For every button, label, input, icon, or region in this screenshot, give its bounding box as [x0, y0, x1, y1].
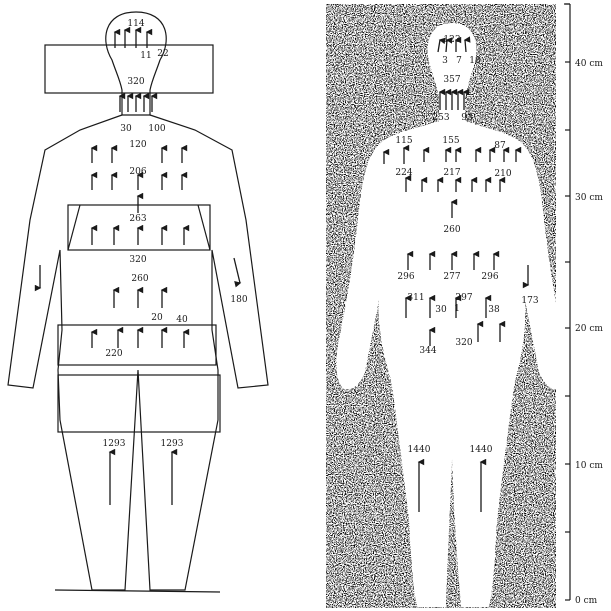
right-small-b-label: 30 — [435, 305, 447, 315]
right-small-d-label: 1 — [454, 304, 460, 314]
right-chest-left-label: 224 — [395, 168, 412, 178]
right-head-label: 123 — [443, 35, 460, 45]
right-small-a-label: 311 — [407, 293, 424, 303]
right-shoulder-mid-label: 155 — [442, 136, 459, 146]
right-shoulder-right-label: 87 — [494, 141, 506, 151]
right-groin-right-label: 320 — [455, 338, 472, 348]
right-head-small-b-label: 7 — [456, 56, 462, 66]
right-abdomen-label: 260 — [443, 225, 460, 235]
scale-tick-10cm: 10 cm — [575, 461, 603, 471]
height-scale: 40 cm 30 cm 20 cm 10 cm 0 cm — [564, 4, 603, 606]
left-head-right-b-label: 22 — [157, 49, 168, 59]
left-labels: 114 11 22 320 30 100 120 206 263 320 260… — [103, 19, 248, 449]
left-arm-down-arrow — [234, 258, 240, 283]
left-neck-left-label: 30 — [120, 124, 132, 134]
right-right-arm-label: 173 — [521, 296, 538, 306]
right-neck-label: 357 — [443, 75, 460, 85]
right-head-small-a-label: 3 — [442, 56, 448, 66]
right-lower-right-label: 296 — [481, 272, 498, 282]
left-right-arm-label: 180 — [230, 295, 247, 305]
left-chest-mid-label: 206 — [129, 167, 146, 177]
scale-tick-30cm: 30 cm — [575, 193, 603, 203]
left-flow-arrows — [40, 30, 240, 505]
left-pelvis-label: 220 — [105, 349, 122, 359]
left-head-top-label: 114 — [127, 19, 144, 29]
left-lower-abd-b-label: 40 — [176, 315, 188, 325]
left-chest-band-bottom-label: 320 — [129, 255, 146, 265]
left-lower-abd-a-label: 20 — [151, 313, 163, 323]
left-bands — [45, 45, 220, 432]
left-left-leg-label: 1293 — [103, 439, 126, 449]
left-abdomen-label: 260 — [131, 274, 148, 284]
left-head-right-a-label: 11 — [140, 51, 151, 61]
scale-ticks — [565, 4, 570, 600]
left-neck-band-label: 320 — [127, 77, 144, 87]
left-neck-right-label: 100 — [148, 124, 165, 134]
right-small-e-label: 38 — [488, 305, 500, 315]
left-right-leg-label: 1293 — [161, 439, 184, 449]
right-chest-mid-label: 217 — [443, 168, 460, 178]
right-right-leg-label: 1440 — [470, 445, 493, 455]
right-lower-mid-label: 277 — [443, 272, 460, 282]
right-shoulder-left-label: 115 — [395, 136, 412, 146]
left-chest-upper-label: 120 — [129, 140, 146, 150]
right-neck-right-label: 93 — [461, 113, 473, 123]
right-small-c-label: 297 — [455, 293, 472, 303]
right-groin-left-label: 344 — [419, 346, 436, 356]
left-chest-band-top-label: 263 — [129, 214, 146, 224]
scale-tick-20cm: 20 cm — [575, 324, 603, 334]
scale-tick-40cm: 40 cm — [575, 59, 603, 69]
right-head-small-c-label: 18 — [469, 56, 481, 66]
right-neck-left-label: 253 — [432, 113, 449, 123]
scale-tick-0cm: 0 cm — [575, 596, 598, 606]
right-left-leg-label: 1440 — [408, 445, 431, 455]
right-chest-right-label: 210 — [494, 169, 511, 179]
right-lower-left-label: 296 — [397, 272, 414, 282]
